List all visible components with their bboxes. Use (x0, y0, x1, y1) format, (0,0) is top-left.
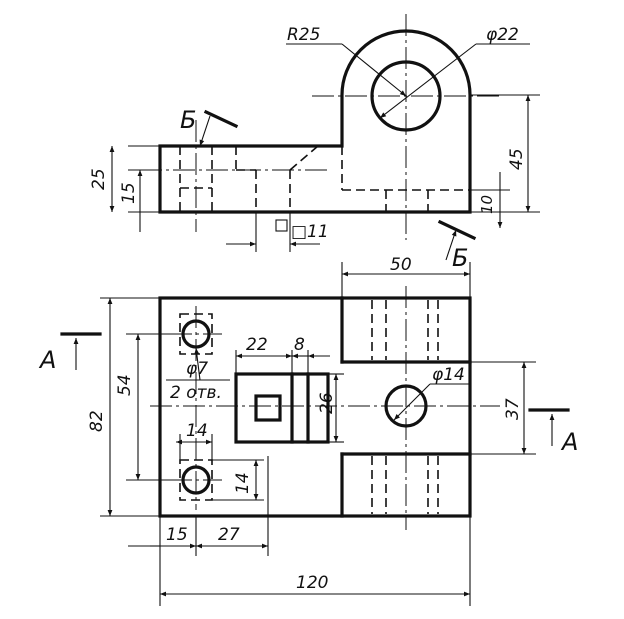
label-10: 10 (478, 195, 496, 214)
label-50: 50 (390, 255, 412, 275)
label-15: 15 (166, 525, 188, 545)
front-view-outline (158, 296, 472, 518)
label-27: 27 (218, 525, 240, 545)
label-25: 25 (89, 168, 109, 190)
label-r25: R25 (287, 25, 320, 45)
label-54: 54 (115, 374, 135, 396)
label-82: 82 (87, 410, 107, 432)
top-view-outline (158, 29, 472, 214)
slot-square (254, 394, 282, 422)
label-section-a-left: А (38, 346, 56, 374)
label-15: 15 (119, 182, 139, 204)
label-square-11: □11 (291, 222, 329, 242)
square-symbol (275, 219, 288, 232)
top-view: R25 φ22 25 15 45 10 □11 Б Б (89, 14, 540, 272)
section-mark-b-left (203, 109, 239, 129)
label-d14: φ14 (432, 365, 465, 385)
label-d22: φ22 (486, 25, 519, 45)
front-view: 50 120 82 54 φ7 2 отв. 22 8 26 φ14 37 14… (38, 255, 578, 606)
label-8: 8 (294, 335, 305, 355)
section-mark-b-right (437, 219, 477, 241)
label-14-horizontal: 14 (186, 421, 208, 441)
label-2-holes: 2 отв. (170, 383, 222, 403)
label-26: 26 (317, 392, 337, 414)
label-section-b-left: Б (180, 106, 196, 134)
label-22: 22 (246, 335, 268, 355)
slot-outline (234, 372, 330, 444)
label-14-vertical: 14 (233, 472, 253, 494)
label-section-a-right: А (560, 428, 578, 456)
label-37: 37 (503, 398, 523, 420)
label-section-b-right: Б (452, 244, 468, 272)
label-d7: φ7 (186, 359, 208, 379)
top-view-hidden-lines (179, 145, 470, 212)
label-120: 120 (296, 573, 328, 593)
label-45: 45 (507, 148, 527, 170)
